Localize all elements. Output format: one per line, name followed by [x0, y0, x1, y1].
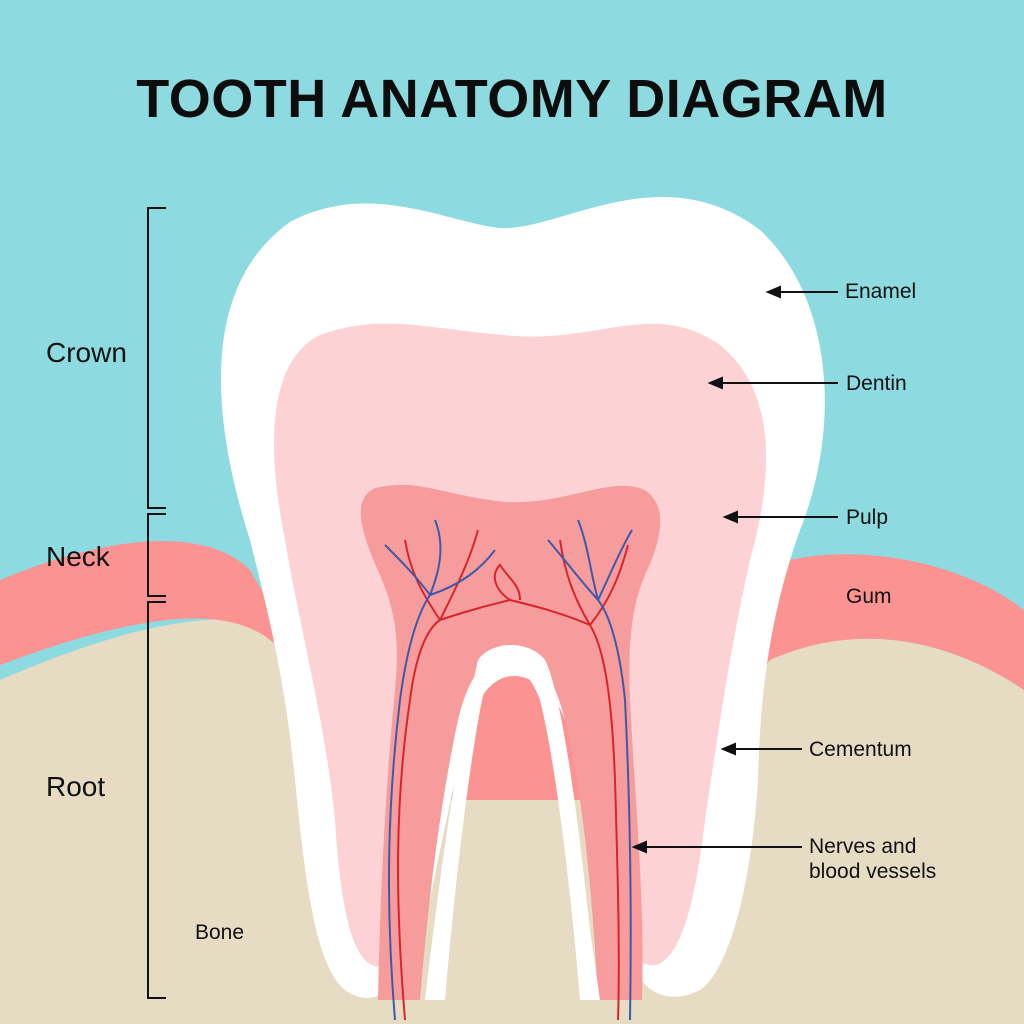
crown-bracket — [147, 207, 166, 509]
cementum-arrow — [720, 742, 736, 756]
vessel-lines — [384, 519, 633, 1021]
nerves-label: Nerves and blood vessels — [809, 834, 936, 884]
cementum-label: Cementum — [809, 738, 912, 761]
canal-divider — [425, 645, 600, 1000]
enamel-arrow — [765, 285, 781, 299]
neck-label: Neck — [46, 541, 110, 572]
gum-label: Gum — [846, 585, 892, 608]
root-bracket — [147, 601, 166, 999]
bone-shape — [0, 619, 1024, 1024]
crown-label: Crown — [46, 337, 127, 368]
bone-label: Bone — [195, 921, 245, 944]
leader-lines — [631, 285, 838, 854]
nerves-arrow — [631, 840, 647, 854]
pulp-arrow — [722, 510, 738, 524]
root-label: Root — [46, 771, 106, 802]
neck-bracket — [147, 513, 166, 597]
nerve-lines — [397, 529, 629, 1021]
dentin-label: Dentin — [846, 372, 907, 395]
enamel-label: Enamel — [845, 280, 917, 303]
nerves-label-line2: blood vessels — [809, 860, 937, 883]
page-title: TOOTH ANATOMY DIAGRAM — [136, 69, 888, 129]
pulp-label: Pulp — [846, 506, 889, 529]
region-brackets — [147, 207, 166, 999]
nerves-label-line1: Nerves and — [809, 835, 917, 858]
dentin-arrow — [707, 376, 723, 390]
